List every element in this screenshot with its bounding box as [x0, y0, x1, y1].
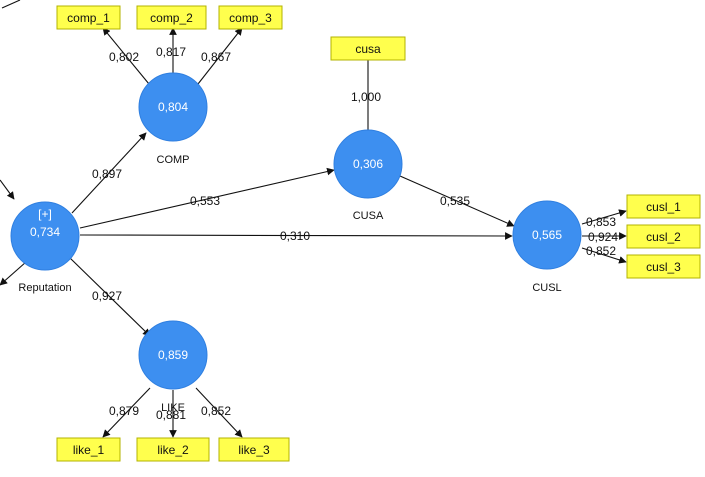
indicator-cusl-3[interactable]: cusl_3	[626, 254, 701, 279]
loading-comp-3[interactable]	[197, 27, 243, 85]
indicator-like-3-label: like_3	[238, 443, 270, 457]
path-reputation-cusa[interactable]	[79, 167, 335, 229]
indicator-cusl-2[interactable]: cusl_2	[626, 224, 701, 249]
loading-like-1[interactable]	[102, 387, 151, 438]
coef-cusa-cusl: 0,535	[440, 194, 470, 208]
construct-comp[interactable]: 0,804 COMP	[138, 72, 208, 166]
path-reputation-cusl[interactable]	[79, 232, 513, 240]
loading-label-cusl-1: 0,853	[586, 215, 616, 229]
indicator-comp-1[interactable]: comp_1	[56, 5, 121, 30]
construct-cusa-label: CUSA	[353, 210, 384, 222]
offscreen-edge-lower	[0, 261, 27, 286]
path-reputation-like[interactable]	[69, 257, 151, 337]
indicator-cusl-1-label: cusl_1	[646, 200, 681, 214]
construct-reputation-value: 0,734	[30, 225, 60, 239]
loading-label-cusl-3: 0,852	[586, 244, 616, 258]
construct-like-label: LIKE	[161, 402, 185, 414]
construct-reputation-label: Reputation	[18, 282, 71, 294]
construct-cusl-label: CUSL	[532, 282, 561, 294]
loading-label-cusl-2: 0,924	[588, 230, 618, 244]
indicator-comp-2[interactable]: comp_2	[136, 5, 207, 30]
indicator-cusa[interactable]: cusa	[330, 36, 406, 61]
coef-reputation-comp: 0,897	[92, 167, 122, 181]
construct-comp-label: COMP	[157, 154, 190, 166]
coef-reputation-cusl: 0,310	[280, 229, 310, 243]
offscreen-edge-upper	[0, 179, 15, 200]
indicator-like-2-label: like_2	[157, 443, 189, 457]
coef-reputation-cusa: 0,553	[190, 194, 220, 208]
construct-reputation[interactable]: [+] 0,734 Reputation	[10, 201, 80, 294]
construct-like[interactable]: 0,859 LIKE	[138, 320, 208, 414]
construct-like-value: 0,859	[158, 348, 188, 362]
indicator-comp-1-label: comp_1	[67, 11, 110, 25]
indicator-like-2[interactable]: like_2	[136, 437, 210, 462]
offscreen-edge-top	[1, 0, 21, 9]
indicator-like-3[interactable]: like_3	[218, 437, 290, 462]
loading-cusl-3[interactable]	[581, 247, 627, 264]
construct-cusl[interactable]: 0,565 CUSL	[512, 200, 582, 294]
indicator-like-1[interactable]: like_1	[56, 437, 121, 462]
loading-comp-1[interactable]	[102, 27, 150, 85]
construct-comp-value: 0,804	[158, 100, 188, 114]
indicator-like-1-label: like_1	[73, 443, 105, 457]
coef-reputation-like: 0,927	[92, 289, 122, 303]
indicator-comp-2-label: comp_2	[150, 11, 193, 25]
indicator-cusl-3-label: cusl_3	[646, 260, 681, 274]
loading-label-comp-2: 0,817	[156, 45, 186, 59]
loading-like-3[interactable]	[195, 387, 243, 438]
construct-reputation-tag: [+]	[38, 207, 52, 221]
loading-label-cusa: 1,000	[351, 90, 381, 104]
path-cusa-cusl[interactable]	[399, 175, 515, 227]
indicator-cusl-2-label: cusl_2	[646, 230, 681, 244]
loading-label-comp-3: 0,867	[201, 50, 231, 64]
construct-cusa[interactable]: 0,306 CUSA	[333, 129, 403, 222]
indicator-cusa-label: cusa	[355, 42, 381, 56]
indicator-cusl-1[interactable]: cusl_1	[626, 194, 701, 219]
construct-cusl-value: 0,565	[532, 228, 562, 242]
loading-cusl-1[interactable]	[581, 209, 627, 225]
construct-cusa-value: 0,306	[353, 157, 383, 171]
loading-label-comp-1: 0,802	[109, 50, 139, 64]
indicator-comp-3[interactable]: comp_3	[218, 5, 283, 30]
loading-label-like-2: 0,881	[156, 408, 186, 422]
loading-label-like-3: 0,852	[201, 404, 231, 418]
path-reputation-comp[interactable]	[71, 132, 147, 214]
loading-label-like-1: 0,879	[109, 404, 139, 418]
indicator-comp-3-label: comp_3	[229, 11, 272, 25]
